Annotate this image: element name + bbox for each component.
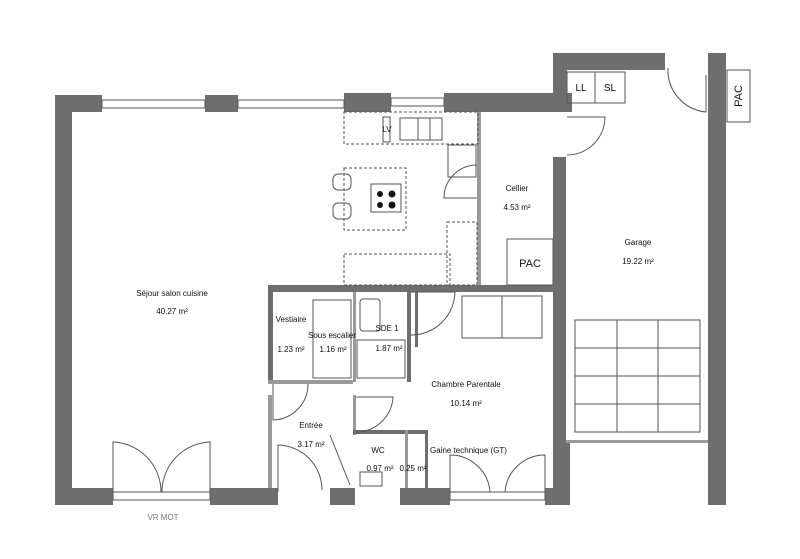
sde-name: SDE 1 [375, 324, 399, 333]
pac-cellier-box [506, 238, 554, 286]
cellier-area: 4.53 m² [503, 203, 530, 212]
garage-door-panels [574, 319, 701, 433]
pac-cellier-label: PAC [519, 258, 541, 270]
cellier-name: Cellier [506, 184, 529, 193]
lv-label: LV [382, 125, 392, 134]
ll-label: LL [575, 83, 587, 94]
vestiaire-area: 1.23 m² [277, 345, 304, 354]
furniture [312, 295, 701, 487]
wc-name: WC [371, 446, 385, 455]
walls [55, 53, 726, 505]
sl-box [594, 71, 626, 104]
doors[interactable] [112, 67, 707, 493]
pac-exterior-label: PAC [733, 85, 745, 107]
gaine-name: Gaine technique (GT) [430, 446, 507, 455]
sejour-area: 40.27 m² [156, 307, 188, 316]
gaine-area: 0.25 m² [399, 464, 426, 473]
entree-area: 3.17 m² [297, 440, 324, 449]
garage-area: 19.22 m² [622, 257, 654, 266]
windows [101, 97, 546, 501]
room-labels: Séjour salon cuisine 40.27 m² Cellier 4.… [136, 184, 654, 473]
kitchen: LV [332, 111, 479, 286]
sl-label: SL [604, 83, 617, 94]
sejour-name: Séjour salon cuisine [136, 289, 208, 298]
sous-escalier-area: 1.16 m² [319, 345, 346, 354]
chambre-area: 10.14 m² [450, 399, 482, 408]
garage-name: Garage [625, 238, 652, 247]
sde-area: 1.87 m² [375, 344, 402, 353]
entree-name: Entrée [299, 421, 323, 430]
sous-escalier-name: Sous escalier [308, 331, 356, 340]
chambre-name: Chambre Parentale [431, 380, 501, 389]
vestiaire-name: Vestiaire [276, 315, 307, 324]
pac-exterior-box [726, 69, 751, 123]
vr-mot-label: VR MOT [147, 513, 178, 522]
wc-area: 0.97 m² [366, 464, 393, 473]
